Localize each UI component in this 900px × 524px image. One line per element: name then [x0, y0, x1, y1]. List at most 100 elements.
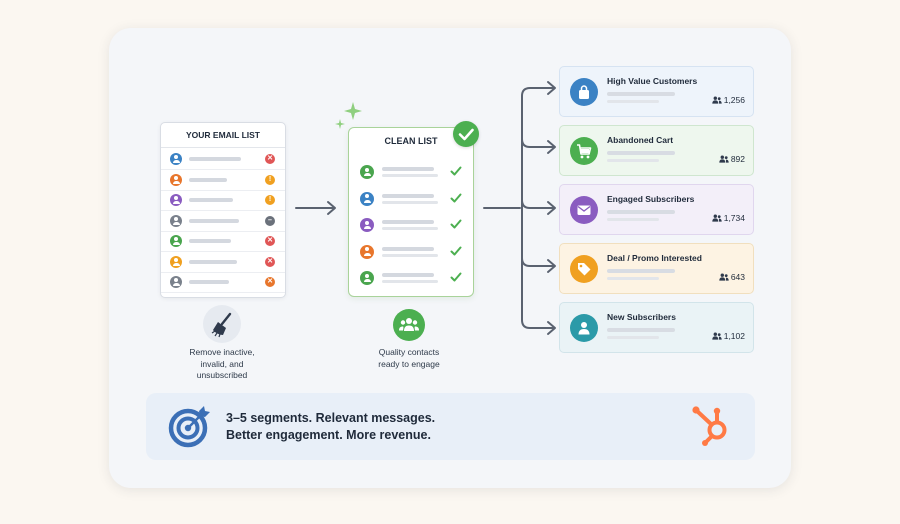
placeholder-line	[382, 227, 438, 230]
placeholder-line	[382, 200, 438, 204]
remove-caption-line-2: invalid, and	[200, 358, 244, 369]
quality-caption-line-2: ready to engage	[378, 358, 440, 369]
error-x-icon: ✕	[265, 277, 275, 287]
unsubscribed-minus-icon: –	[265, 215, 275, 226]
remove-caption-line-1: Remove inactive,	[189, 347, 255, 357]
email-list-row: !	[161, 190, 285, 211]
email-list-row: ✕	[161, 149, 285, 170]
segment-count: 892	[719, 154, 745, 164]
email-list-row: ✕	[161, 231, 285, 252]
email-list-row: ✕	[161, 272, 285, 293]
envelope-icon	[570, 196, 598, 224]
clean-list-row	[349, 188, 473, 214]
contact-avatar-icon	[170, 235, 182, 247]
clean-list-row	[349, 161, 473, 187]
clean-list-row	[349, 267, 473, 293]
contact-avatar-icon	[360, 191, 374, 206]
segment-count-value: 892	[730, 154, 745, 164]
clean-list-row	[349, 214, 473, 240]
placeholder-line	[189, 157, 241, 161]
segment-count: 1,734	[712, 213, 745, 223]
cart-icon	[570, 137, 598, 165]
segment-count-value: 1,256	[723, 95, 745, 105]
contact-avatar-icon	[170, 153, 182, 165]
hubspot-logo-icon	[692, 406, 727, 446]
placeholder-line	[189, 218, 239, 223]
segment-count-value: 643	[730, 272, 745, 282]
tagline: 3–5 segments. Relevant messages. Better …	[226, 410, 435, 444]
error-x-icon: ✕	[265, 236, 275, 246]
broom-icon	[211, 312, 232, 338]
segment-card: Abandoned Cart 892	[559, 125, 754, 176]
segment-name: New Subscribers	[607, 312, 676, 322]
segment-count-value: 1,734	[723, 213, 745, 223]
contact-avatar-icon	[360, 271, 374, 285]
contact-avatar-icon	[170, 194, 182, 206]
people-small-icon	[712, 214, 722, 222]
people-small-icon	[719, 155, 729, 163]
segment-count: 1,256	[712, 95, 745, 105]
summary-bar	[146, 393, 755, 460]
placeholder-line	[607, 277, 659, 280]
error-x-icon: ✕	[265, 256, 275, 267]
people-small-icon	[712, 332, 722, 340]
arrow-right-icon	[295, 201, 336, 215]
remove-caption: Remove inactive, invalid, and unsubscrib…	[172, 347, 272, 382]
segment-name: Engaged Subscribers	[607, 194, 695, 204]
placeholder-line	[607, 100, 659, 103]
check-icon	[450, 219, 462, 229]
placeholder-line	[189, 198, 233, 202]
warning-icon: !	[265, 195, 275, 205]
segment-name: Abandoned Cart	[607, 135, 674, 145]
placeholder-line	[607, 92, 675, 96]
segment-count-value: 1,102	[723, 331, 745, 341]
quality-caption-line-1: Quality contacts	[378, 347, 440, 357]
sparkle-icon	[335, 102, 362, 129]
check-icon	[450, 166, 462, 176]
check-icon	[450, 246, 462, 255]
people-icon-badge	[393, 309, 425, 341]
error-x-icon: ✕	[265, 154, 275, 164]
user-icon	[570, 314, 598, 342]
contact-avatar-icon	[360, 165, 374, 179]
segment-card: New Subscribers 1,102	[559, 302, 754, 353]
placeholder-line	[382, 167, 434, 171]
contact-avatar-icon	[170, 173, 182, 186]
email-list-row: ✕	[161, 252, 285, 273]
placeholder-line	[189, 177, 227, 182]
placeholder-line	[607, 336, 659, 339]
placeholder-line	[189, 259, 237, 264]
people-icon	[399, 318, 419, 331]
placeholder-line	[607, 328, 675, 332]
placeholder-line	[382, 220, 434, 224]
branch-arrows	[483, 81, 556, 335]
segment-count: 1,102	[712, 331, 745, 341]
clean-list-title: CLEAN LIST	[384, 136, 438, 146]
segment-count: 643	[719, 272, 745, 282]
target-icon	[168, 406, 210, 448]
email-list-row: !	[161, 170, 285, 191]
contact-avatar-icon	[170, 214, 182, 227]
email-list-title: YOUR EMAIL LIST	[161, 123, 285, 148]
placeholder-line	[607, 159, 659, 162]
placeholder-line	[382, 174, 438, 177]
placeholder-line	[382, 246, 434, 251]
contact-avatar-icon	[360, 218, 374, 232]
placeholder-line	[607, 210, 675, 214]
email-list-row: –	[161, 211, 285, 232]
tag-icon	[570, 255, 598, 283]
placeholder-line	[382, 253, 438, 257]
contact-avatar-icon	[360, 244, 374, 259]
clean-list-row	[349, 241, 473, 267]
shopping-bag-icon	[570, 78, 598, 106]
placeholder-line	[607, 269, 675, 273]
placeholder-line	[382, 273, 434, 277]
placeholder-line	[382, 193, 434, 198]
quality-caption: Quality contacts ready to engage	[359, 347, 459, 370]
placeholder-line	[607, 218, 659, 221]
remove-caption-line-3: unsubscribed	[196, 370, 248, 380]
tagline-line-2: Better engagement. More revenue.	[226, 428, 431, 442]
contact-avatar-icon	[170, 276, 182, 288]
clean-list-panel: CLEAN LIST	[348, 127, 474, 297]
